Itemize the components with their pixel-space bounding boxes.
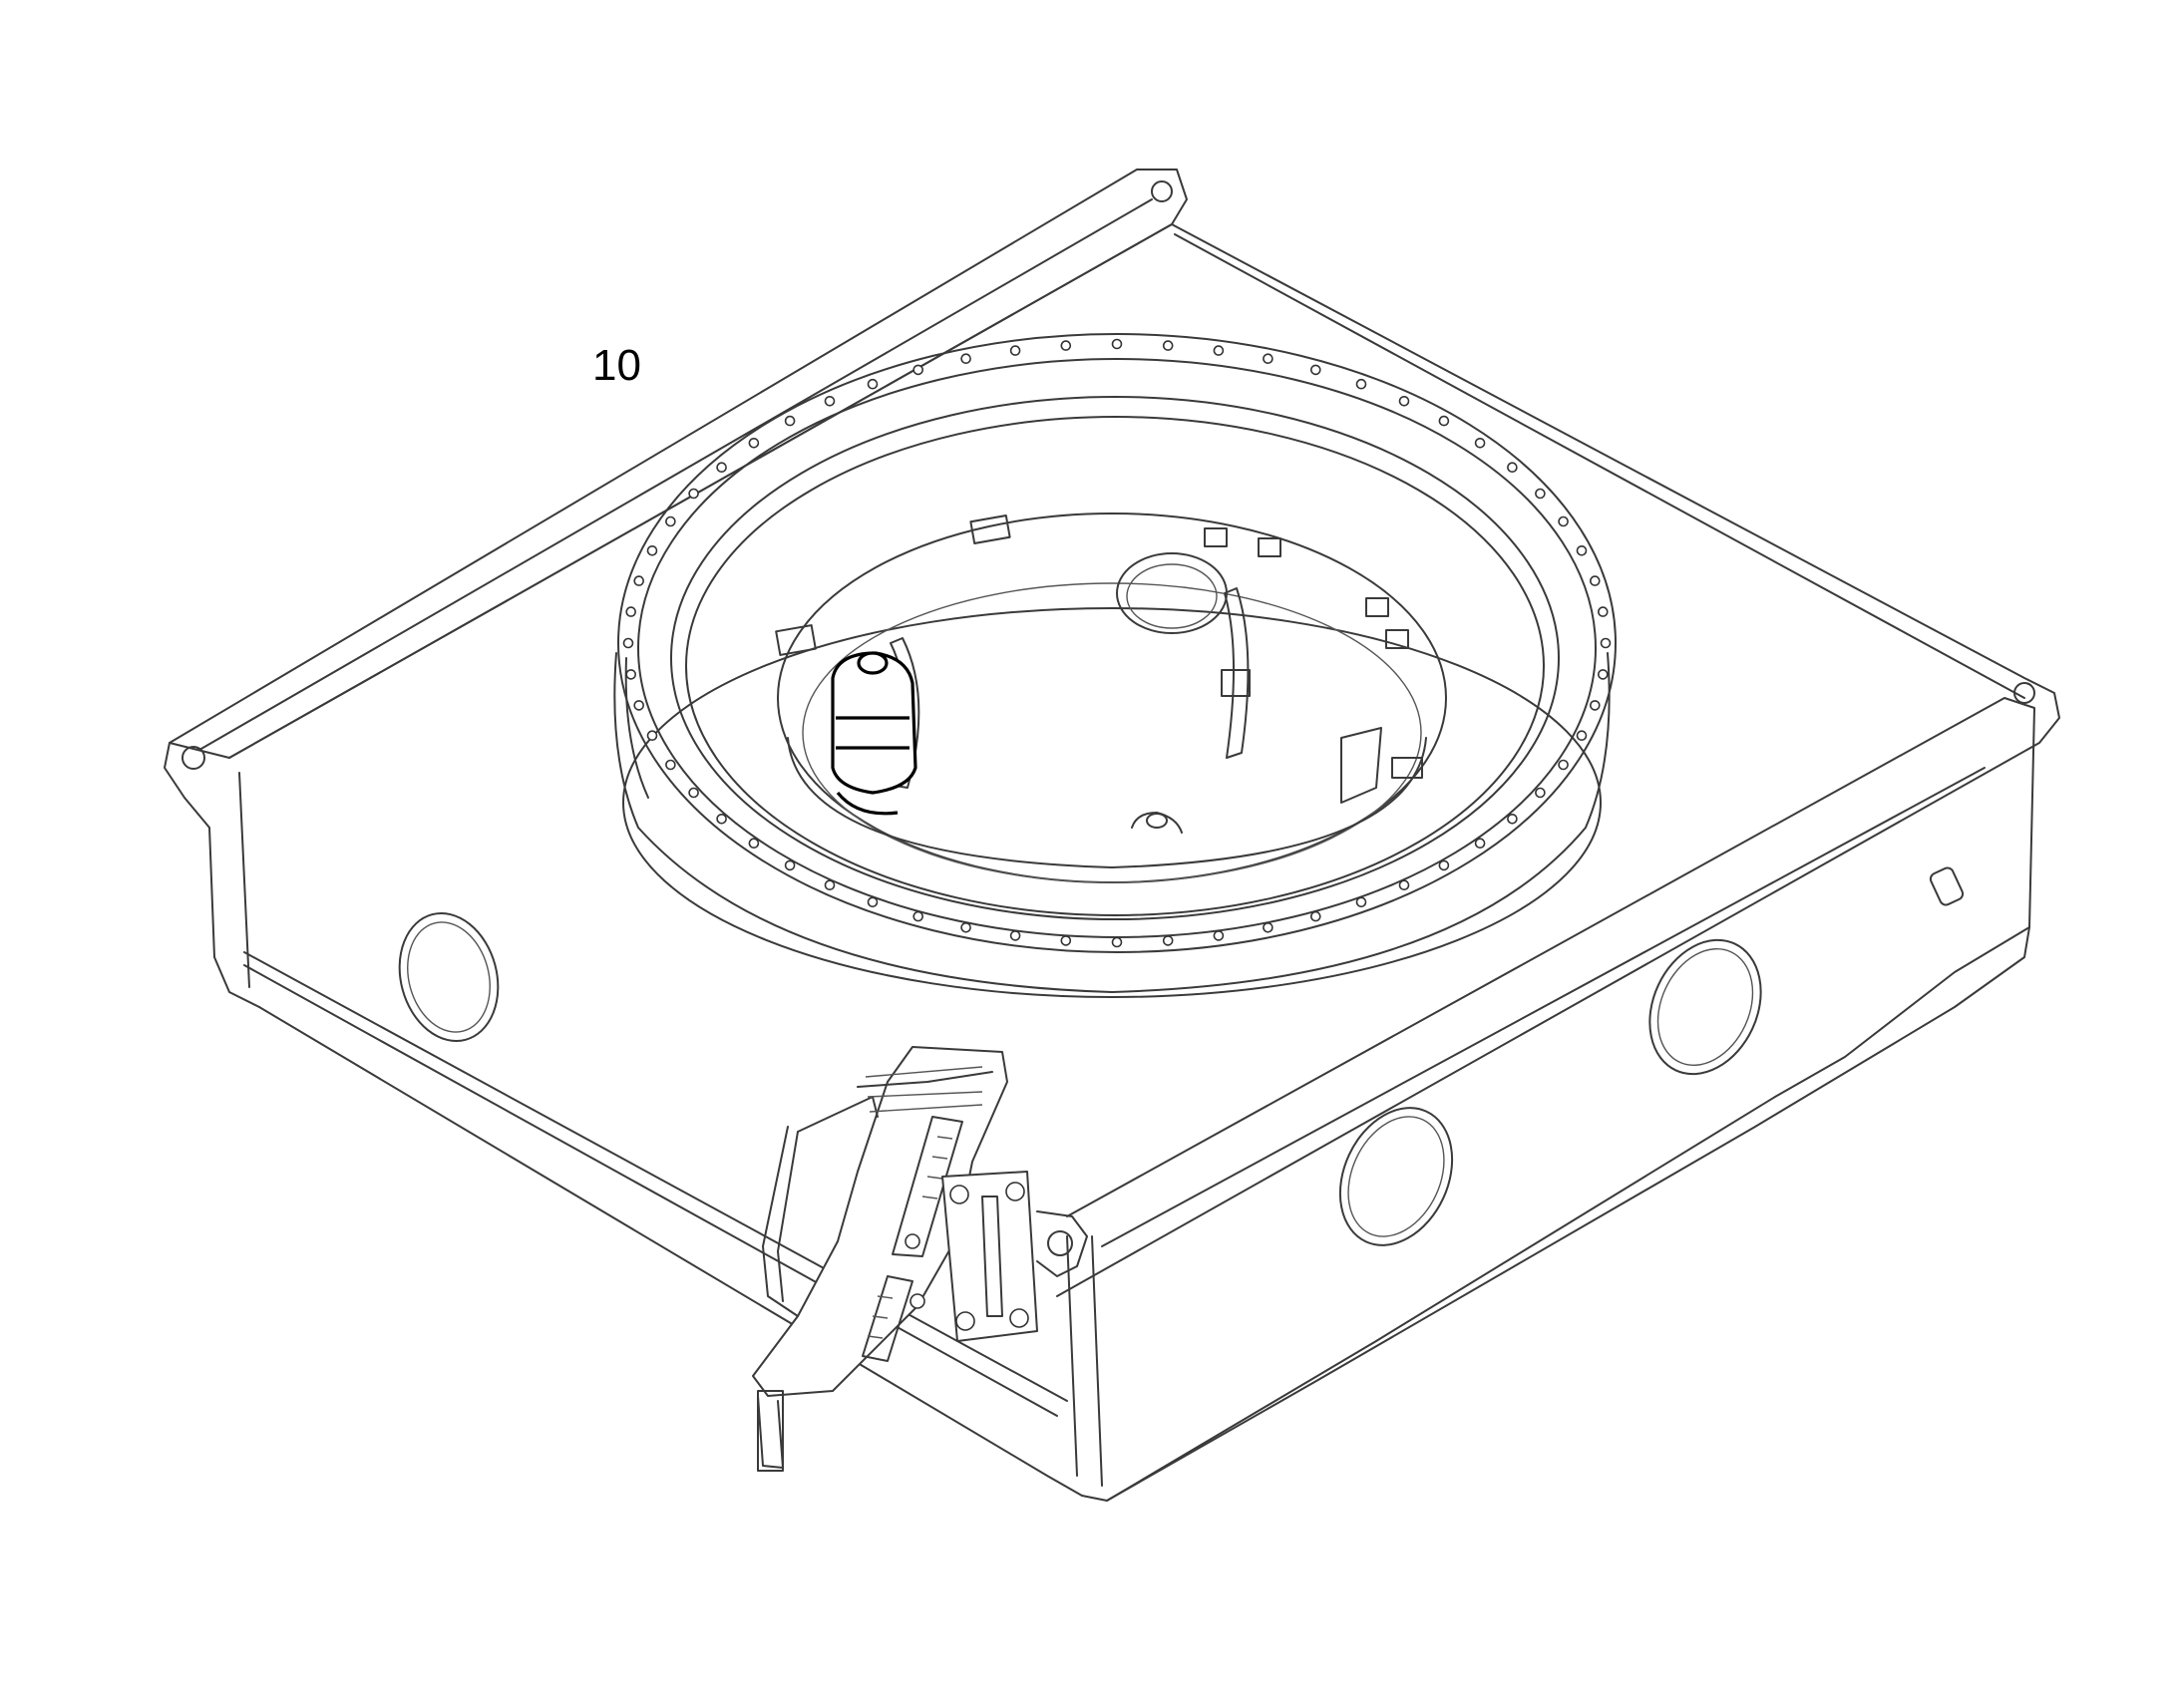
bolt-hole xyxy=(1507,462,1518,474)
bolt-hole xyxy=(1558,515,1569,527)
bolt-hole xyxy=(1355,378,1367,390)
bolt-hole xyxy=(1576,730,1588,742)
bolt-hole xyxy=(688,488,699,500)
bolt-hole xyxy=(1162,935,1174,946)
bolt-hole xyxy=(1600,637,1612,649)
bolt-hole xyxy=(1474,437,1486,449)
bolt-hole xyxy=(867,378,879,390)
bolt-hole xyxy=(665,515,676,527)
bolt-hole xyxy=(646,544,658,556)
bolt-hole xyxy=(960,353,971,365)
bolt-hole-pattern xyxy=(622,338,1612,948)
bolt-hole xyxy=(824,879,836,891)
bolt-hole xyxy=(912,364,924,376)
bolt-hole xyxy=(716,813,727,825)
bolt-hole xyxy=(1111,936,1123,948)
bolt-hole xyxy=(716,462,727,474)
bolt-hole xyxy=(1263,921,1273,933)
bolt-hole xyxy=(665,759,676,771)
bolt-hole xyxy=(1009,930,1021,941)
accumulator xyxy=(831,651,1183,834)
bolt-hole xyxy=(1535,488,1546,500)
bolt-hole xyxy=(784,859,796,871)
bolt-hole xyxy=(1558,759,1569,771)
bolt-hole xyxy=(1162,340,1174,351)
bolt-hole xyxy=(1576,544,1588,556)
bolt-hole xyxy=(633,700,645,711)
bolt-hole xyxy=(1598,669,1609,680)
bolt-hole xyxy=(1398,395,1410,407)
bolt-hole xyxy=(1213,345,1225,356)
bolt-hole xyxy=(1111,338,1123,350)
bolt-hole xyxy=(1310,364,1321,376)
bolt-hole xyxy=(1398,879,1410,891)
bolt-hole xyxy=(1009,345,1021,356)
bolt-hole xyxy=(625,606,637,617)
bolt-hole xyxy=(912,910,924,922)
bolt-hole xyxy=(1060,340,1072,351)
bolt-hole xyxy=(1438,859,1450,871)
bolt-hole xyxy=(748,437,760,449)
bolt-hole xyxy=(646,730,658,742)
bolt-hole xyxy=(1263,353,1273,365)
bolt-hole xyxy=(1598,606,1609,617)
bolt-hole xyxy=(824,395,836,407)
bolt-hole xyxy=(1060,935,1072,946)
bolt-hole xyxy=(1213,930,1225,941)
access-holes xyxy=(398,911,1762,1246)
bolt-hole xyxy=(784,415,796,427)
bolt-hole xyxy=(625,669,637,680)
bolt-hole xyxy=(688,787,699,799)
frame-body xyxy=(164,169,2060,1502)
bolt-hole xyxy=(622,637,634,649)
bolt-hole xyxy=(633,575,645,586)
bolt-hole xyxy=(1507,813,1518,825)
bolt-hole xyxy=(1310,910,1321,922)
reference-numeral-10: 10 xyxy=(592,341,641,390)
bolt-hole xyxy=(1474,838,1486,850)
bearing-ring xyxy=(613,333,1617,998)
bolt-hole xyxy=(1590,700,1601,711)
bolt-hole xyxy=(1438,415,1450,427)
bolt-hole xyxy=(867,896,879,908)
bolt-hole xyxy=(1535,787,1546,799)
bolt-hole xyxy=(960,921,971,933)
bolt-hole xyxy=(1590,575,1601,586)
ladder-assembly xyxy=(752,1046,1038,1472)
bolt-hole xyxy=(748,838,760,850)
bolt-hole xyxy=(1355,896,1367,908)
